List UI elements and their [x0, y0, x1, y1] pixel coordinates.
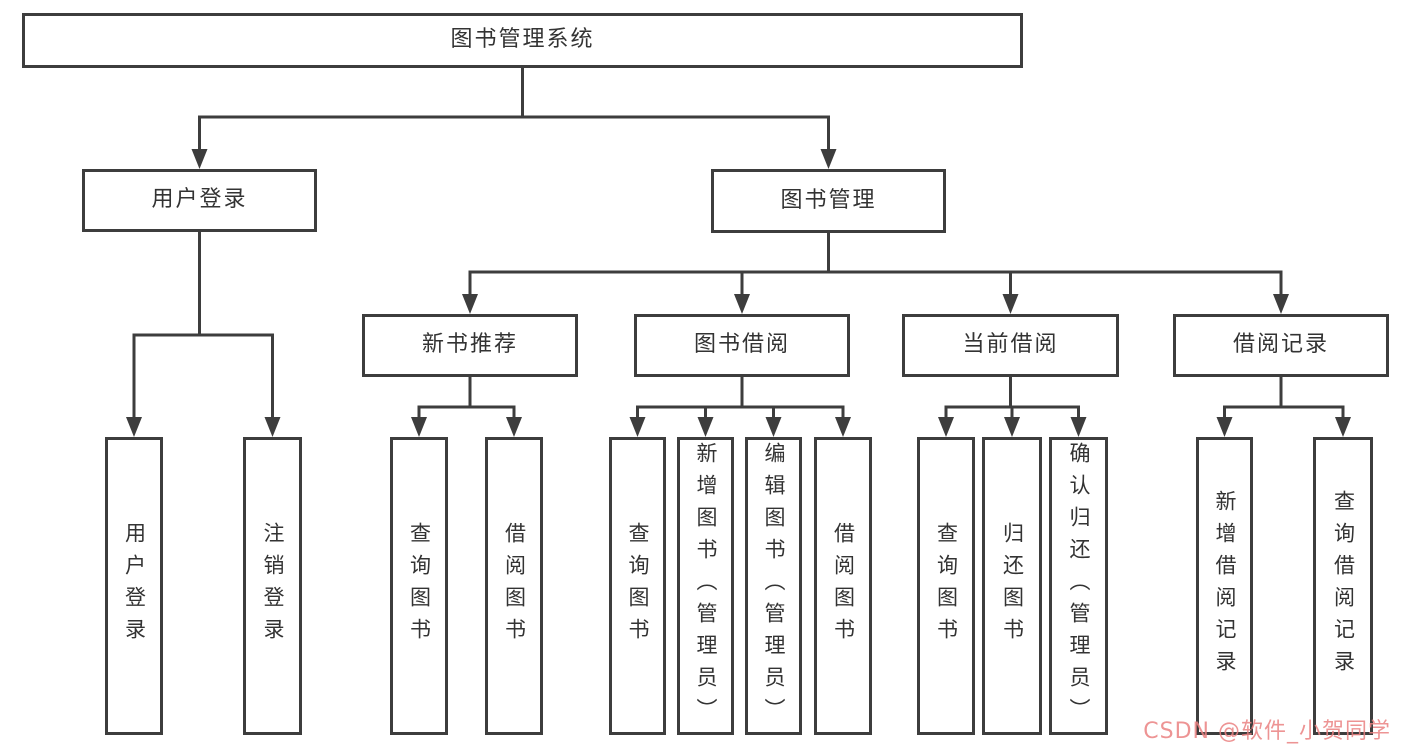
leaf-return-book: 归还图书	[982, 437, 1042, 735]
node-label: 图书借阅	[693, 332, 790, 358]
node-label: 查询图书	[407, 522, 432, 650]
leaf-borrow-books-recommend: 借阅图书	[485, 437, 543, 735]
node-label: 用户登录	[122, 522, 147, 650]
node-label: 查询图书	[934, 522, 959, 650]
node-label: 借阅图书	[502, 522, 527, 650]
node-label: 注销登录	[261, 522, 285, 650]
node-label: 归还图书	[1000, 522, 1025, 650]
leaf-logout: 注销登录	[243, 437, 302, 735]
node-new-book-recommend: 新书推荐	[362, 314, 578, 377]
node-current-borrow: 当前借阅	[902, 314, 1119, 377]
node-label: 新增借阅记录	[1213, 490, 1237, 682]
node-library-system: 图书管理系统	[22, 13, 1023, 68]
leaf-query-books-borrow: 查询图书	[609, 437, 666, 735]
leaf-edit-book-admin: 编辑图书（管理员）	[745, 437, 802, 735]
node-label: 借阅图书	[831, 522, 856, 650]
node-book-borrow: 图书借阅	[634, 314, 850, 377]
leaf-query-books-recommend: 查询图书	[390, 437, 448, 735]
node-book-management: 图书管理	[711, 169, 946, 233]
node-label: 借阅记录	[1232, 332, 1329, 358]
leaf-user-login: 用户登录	[105, 437, 163, 735]
node-label: 查询图书	[626, 522, 650, 650]
node-user-login: 用户登录	[82, 169, 317, 232]
node-label: 确认归还（管理员）	[1067, 442, 1091, 730]
leaf-query-books-current: 查询图书	[917, 437, 975, 735]
node-label: 当前借阅	[962, 332, 1059, 358]
node-label: 编辑图书（管理员）	[762, 442, 786, 730]
node-borrow-records: 借阅记录	[1173, 314, 1389, 377]
leaf-query-borrow-record: 查询借阅记录	[1313, 437, 1373, 735]
node-label: 用户登录	[151, 187, 248, 213]
watermark: CSDN @软件_小贺同学	[1143, 719, 1391, 744]
node-label: 新增图书（管理员）	[694, 442, 718, 730]
leaf-borrow-books-borrow: 借阅图书	[814, 437, 872, 735]
node-label: 图书管理	[780, 187, 877, 213]
node-label: 新书推荐	[421, 332, 518, 358]
node-label: 图书管理系统	[450, 27, 595, 53]
leaf-add-book-admin: 新增图书（管理员）	[677, 437, 734, 735]
leaf-add-borrow-record: 新增借阅记录	[1196, 437, 1253, 735]
node-label: 查询借阅记录	[1331, 490, 1356, 682]
leaf-confirm-return-admin: 确认归还（管理员）	[1049, 437, 1108, 735]
